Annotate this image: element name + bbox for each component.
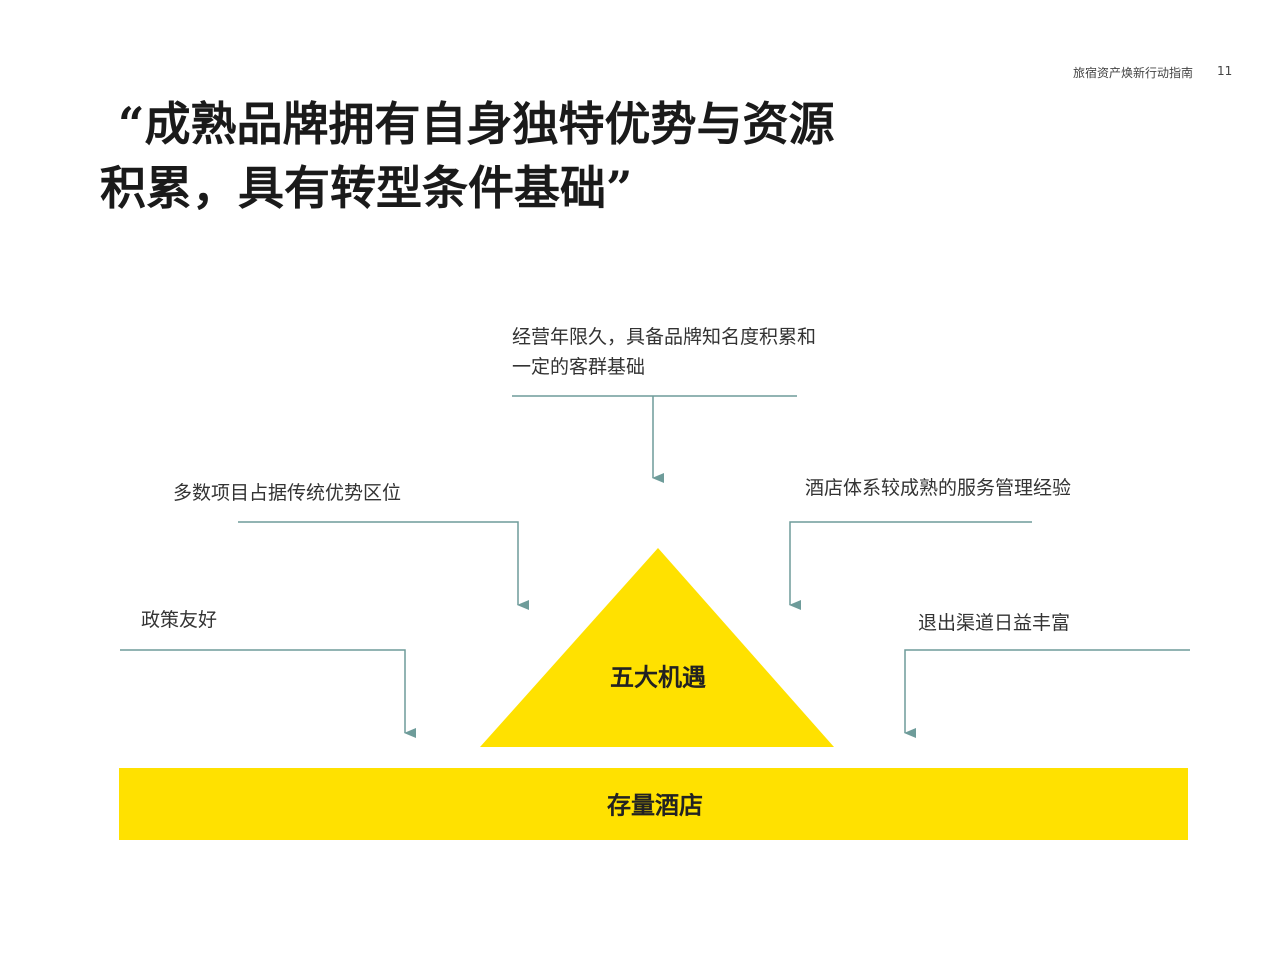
connector-right-upper — [789, 521, 1032, 610]
title-line-2: 积累，具有转型条件基础” — [100, 161, 633, 215]
opportunity-pyramid — [480, 548, 834, 747]
factor-management: 酒店体系较成熟的服务管理经验 — [805, 477, 1072, 499]
base-label: 存量酒店 — [607, 791, 703, 820]
page-number: 11 — [1217, 64, 1233, 78]
document-title: 旅宿资产焕新行动指南 — [1073, 66, 1194, 80]
pyramid-label: 五大机遇 — [610, 663, 706, 692]
connector-left-lower — [120, 649, 416, 738]
connector-top — [512, 395, 797, 478]
connector-left-upper — [238, 521, 529, 610]
factor-location: 多数项目占据传统优势区位 — [173, 482, 402, 504]
page-title: “成熟品牌拥有自身独特优势与资源 积累，具有转型条件基础” — [100, 92, 834, 220]
factor-exit-channels: 退出渠道日益丰富 — [918, 612, 1071, 634]
factor-brand-recognition: 经营年限久，具备品牌知名度积累和一定的客群基础 — [512, 326, 817, 378]
title-line-1: “成熟品牌拥有自身独特优势与资源 — [118, 97, 835, 151]
base-bar — [119, 768, 1188, 840]
factor-policy: 政策友好 — [141, 609, 218, 631]
connector-right-lower — [904, 649, 1190, 738]
